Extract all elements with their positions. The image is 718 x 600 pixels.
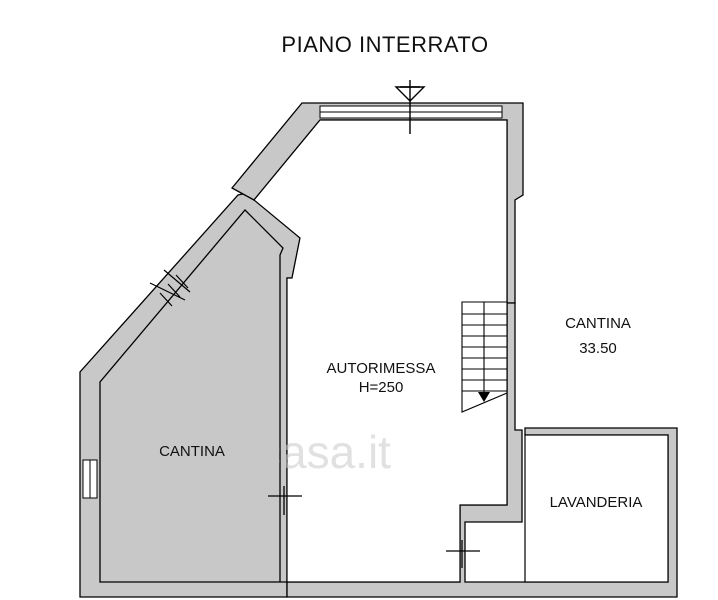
diagonal-window	[149, 269, 191, 307]
room-label-cantina-left: CANTINA	[159, 443, 225, 460]
door-marker-left	[268, 486, 302, 515]
room-label-cantina-right-area: 33.50	[579, 340, 617, 357]
door-marker-lower	[446, 540, 480, 568]
room-label-lavanderia: LAVANDERIA	[550, 494, 643, 511]
watermark: casa.it	[258, 426, 391, 478]
left-cantina-wall	[79, 191, 301, 598]
room-label-autorimessa-height: H=250	[359, 379, 404, 396]
top-window	[319, 105, 503, 119]
stair-arrow-icon	[478, 392, 490, 402]
room-label-cantina-right: CANTINA	[565, 315, 631, 332]
entrance-arrow-icon	[394, 80, 426, 134]
staircase	[461, 301, 508, 413]
lavanderia-inner	[524, 434, 669, 583]
left-window	[82, 459, 98, 499]
plan-title: PIANO INTERRATO	[281, 32, 488, 57]
room-label-autorimessa: AUTORIMESSA	[327, 360, 436, 377]
